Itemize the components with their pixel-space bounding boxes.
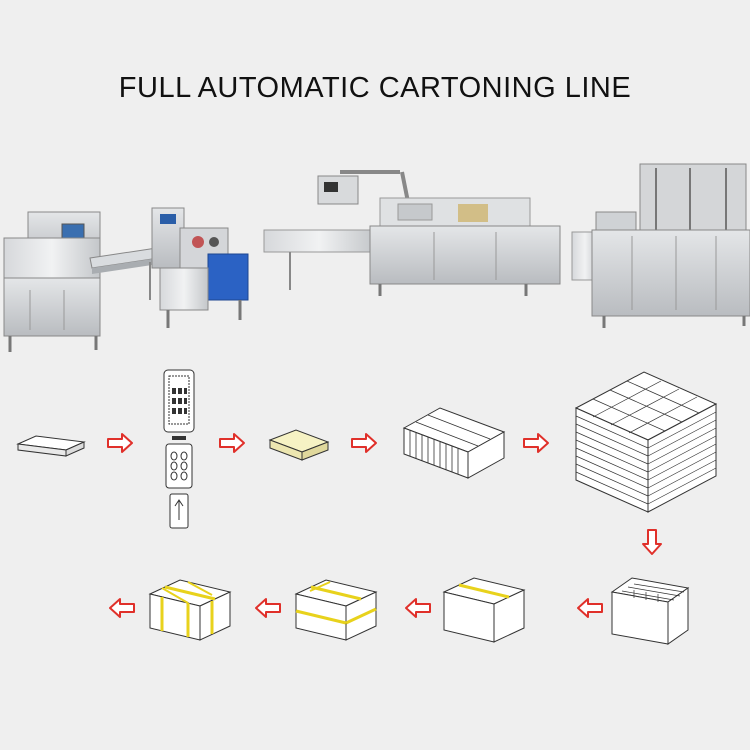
- carton-box-icon: [402, 407, 506, 479]
- page-title: FULL AUTOMATIC CARTONING LINE: [118, 72, 632, 104]
- flow-arrow-down: [642, 529, 662, 555]
- flow-arrow-7: [255, 598, 281, 618]
- flow-arrow-2: [219, 433, 245, 453]
- sealed-case-icon: [442, 577, 526, 643]
- cartoning-machine: [263, 170, 561, 296]
- case-packing-machine: [571, 163, 750, 328]
- strapped-case-icon: [148, 579, 232, 641]
- flow-arrow-3: [351, 433, 377, 453]
- process-flow-diagram: [16, 369, 718, 645]
- flow-arrow-8: [109, 598, 135, 618]
- wrapped-product-icon: [16, 435, 86, 457]
- flow-arrow-1: [107, 433, 133, 453]
- bar-product-icon: [268, 429, 330, 461]
- open-case-icon: [610, 577, 690, 645]
- cross-taped-case-icon: [294, 579, 378, 641]
- carton-stack-icon: [574, 371, 718, 513]
- machine-line-illustration: [3, 163, 750, 352]
- flow-arrow-6: [405, 598, 431, 618]
- flow-arrow-5: [577, 598, 603, 618]
- flow-arrow-4: [523, 433, 549, 453]
- flow-wrapping-machine: [151, 207, 249, 328]
- blister-tray-icon: [163, 369, 195, 529]
- feeding-conveyor-machine: [3, 211, 173, 352]
